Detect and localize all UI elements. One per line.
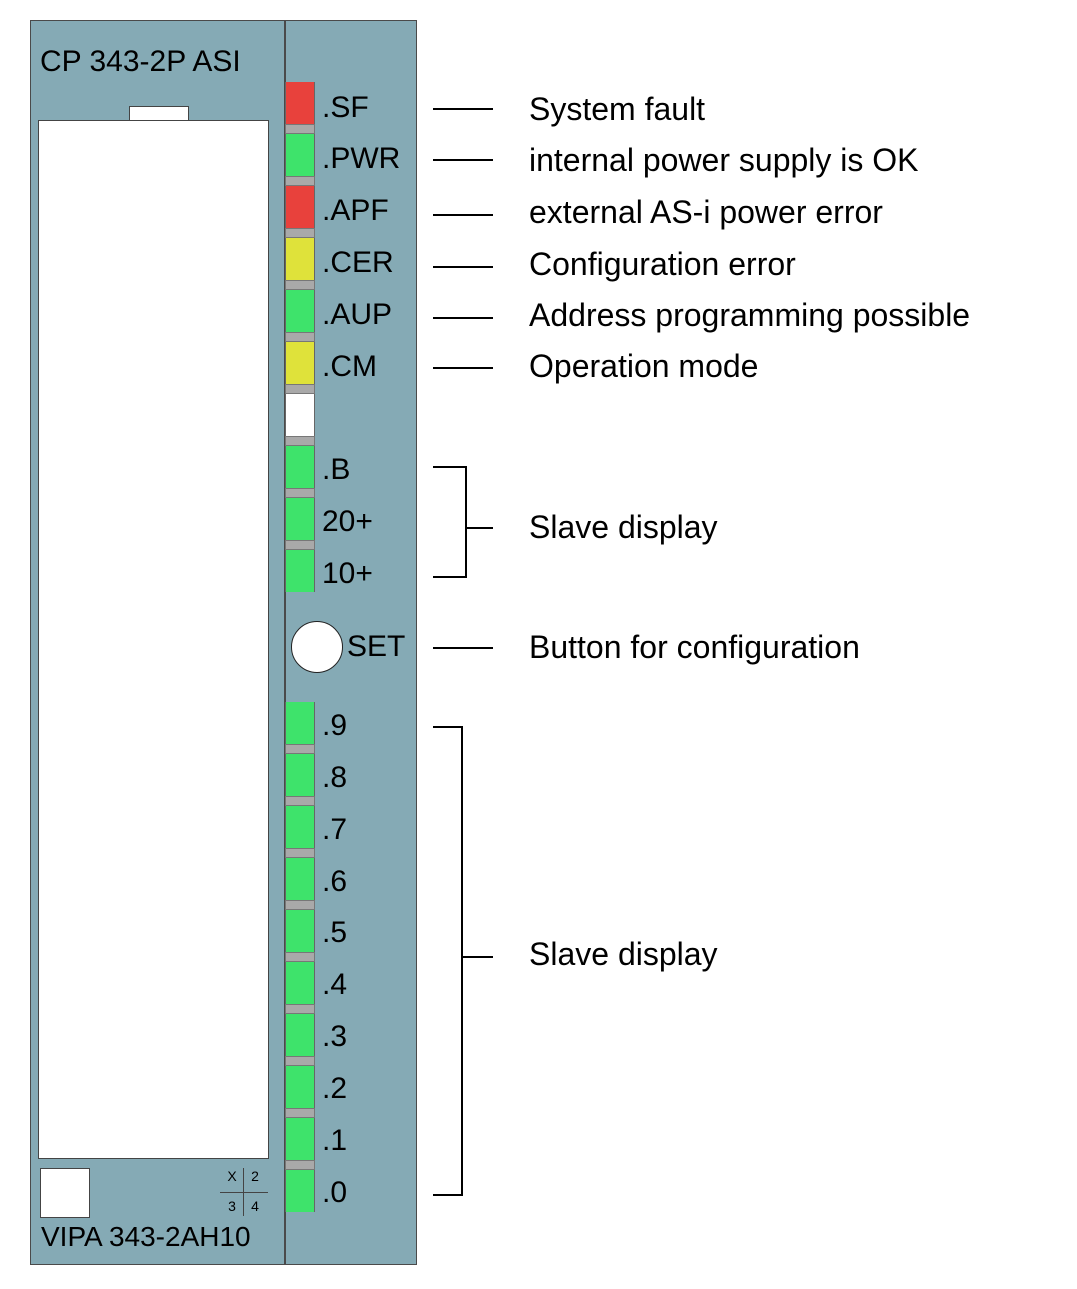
slot-mark-3: 3 [228, 1198, 236, 1214]
slave-led-8 [285, 754, 315, 796]
front-divider [284, 20, 286, 1265]
slave-led-9-label: .9 [322, 709, 348, 742]
desc-line-cer [433, 266, 493, 268]
desc-set: Button for configuration [529, 629, 860, 665]
slave-led-7 [285, 806, 315, 848]
slave-led-1 [285, 1118, 315, 1160]
bracket-upper-vertical [465, 466, 467, 578]
slave-led-0-label: .0 [322, 1176, 348, 1209]
led-1 [285, 134, 315, 176]
led-9-label: 10+ [322, 557, 373, 590]
slave-led-5-label: .5 [322, 916, 348, 949]
slot-mark-2: 2 [251, 1168, 259, 1184]
led-separator [285, 952, 315, 962]
slave-led-1-label: .1 [322, 1124, 348, 1157]
slave-led-4-label: .4 [322, 968, 348, 1001]
led-7 [285, 446, 315, 488]
led-5-label: .CM [322, 350, 377, 383]
led-2-label: .APF [322, 194, 389, 227]
led-separator [285, 488, 315, 498]
desc-line-pwr [433, 159, 493, 161]
led-1-label: .PWR [322, 142, 401, 175]
desc-cer: Configuration error [529, 246, 796, 282]
led-separator [285, 1056, 315, 1066]
led-3 [285, 238, 315, 280]
led-9 [285, 550, 315, 592]
led-separator [285, 436, 315, 446]
led-4-label: .AUP [322, 298, 393, 331]
set-button-label: SET [347, 630, 406, 663]
led-separator [285, 1160, 315, 1170]
bracket-upper-pointer [465, 527, 493, 529]
led-separator [285, 228, 315, 238]
led-7-label: .B [322, 453, 351, 486]
label-tab [129, 106, 189, 121]
slave-led-0 [285, 1170, 315, 1212]
desc-sf: System fault [529, 91, 706, 127]
slave-led-7-label: .7 [322, 813, 348, 846]
led-6 [285, 394, 315, 436]
bracket-upper-top [433, 466, 467, 468]
bracket-lower-bottom [433, 1194, 463, 1196]
slave-led-6-label: .6 [322, 865, 348, 898]
order-number: VIPA 343-2AH10 [41, 1221, 251, 1252]
led-8 [285, 498, 315, 540]
led-separator [285, 280, 315, 290]
slot-mark-vline [243, 1168, 244, 1216]
led-separator [285, 540, 315, 550]
labeling-strip [38, 120, 269, 1159]
led-0-label: .SF [322, 91, 369, 124]
slave-led-9 [285, 702, 315, 744]
bracket-upper-bottom [433, 576, 467, 578]
desc-line-aup [433, 317, 493, 319]
led-separator [285, 796, 315, 806]
led-separator [285, 900, 315, 910]
desc-aup: Address programming possible [529, 297, 971, 333]
slave-led-3-label: .3 [322, 1020, 348, 1053]
led-8-label: 20+ [322, 505, 373, 538]
desc-line-apf [433, 214, 493, 216]
led-0 [285, 82, 315, 124]
slave-led-2-label: .2 [322, 1072, 348, 1105]
slave-led-8-label: .8 [322, 761, 348, 794]
bracket-lower-vertical [461, 726, 463, 1196]
slot-mark-x: X [227, 1168, 237, 1184]
slave-led-2 [285, 1066, 315, 1108]
bracket-lower-top [433, 726, 463, 728]
led-separator [285, 1004, 315, 1014]
led-separator [285, 848, 315, 858]
marking-field [40, 1168, 90, 1218]
led-separator [285, 384, 315, 394]
led-separator [285, 124, 315, 134]
desc-line-sf [433, 108, 493, 110]
module-title: CP 343-2P ASI [40, 45, 241, 78]
slot-mark-4: 4 [251, 1198, 259, 1214]
set-button[interactable] [291, 621, 343, 673]
slave-led-6 [285, 858, 315, 900]
desc-line-cm [433, 367, 493, 369]
slot-mark-hline [220, 1192, 268, 1193]
desc-upper-slave-display: Slave display [529, 509, 718, 545]
slave-led-5 [285, 910, 315, 952]
led-separator [285, 1108, 315, 1118]
led-separator [285, 176, 315, 186]
led-separator [285, 744, 315, 754]
bracket-lower-pointer [461, 956, 493, 958]
led-4 [285, 290, 315, 332]
desc-cm: Operation mode [529, 348, 759, 384]
desc-apf: external AS-i power error [529, 194, 883, 230]
desc-lower-slave-display: Slave display [529, 936, 718, 972]
desc-line-set [433, 647, 493, 649]
led-separator [285, 332, 315, 342]
led-2 [285, 186, 315, 228]
led-5 [285, 342, 315, 384]
led-3-label: .CER [322, 246, 394, 279]
desc-pwr: internal power supply is OK [529, 142, 919, 178]
slave-led-3 [285, 1014, 315, 1056]
slave-led-4 [285, 962, 315, 1004]
